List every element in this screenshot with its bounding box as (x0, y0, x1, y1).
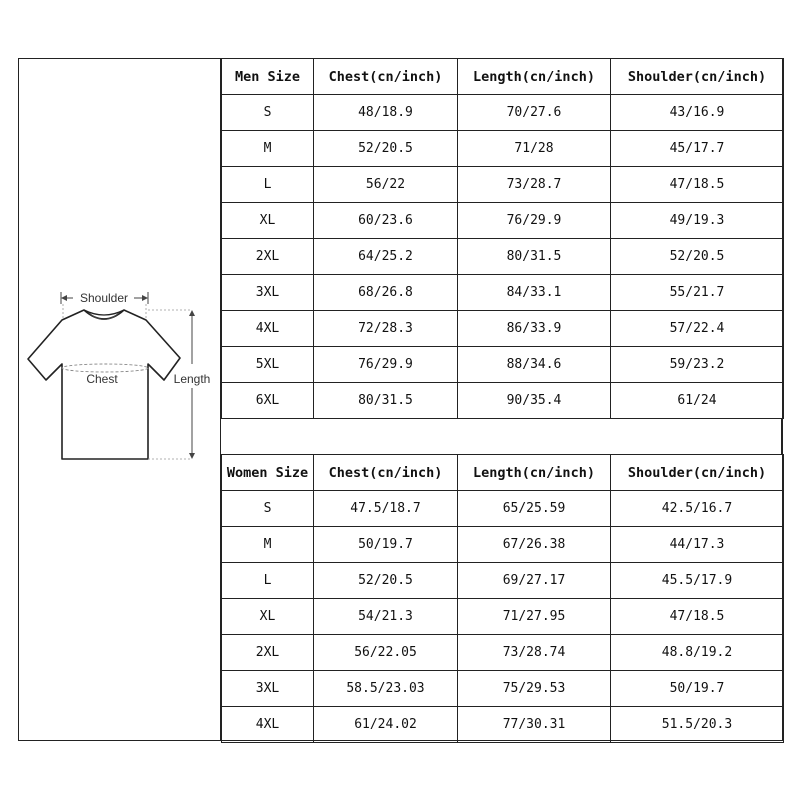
size-cell: 2XL (221, 634, 314, 671)
measurement-cell: 58.5/23.03 (313, 670, 458, 707)
size-cell: 6XL (221, 382, 314, 419)
measurement-cell: 65/25.59 (457, 490, 611, 527)
measurement-cell: 68/26.8 (313, 274, 458, 311)
size-cell: M (221, 130, 314, 167)
measurement-cell: 76/29.9 (313, 346, 458, 383)
table-spacer (221, 418, 782, 454)
measurement-cell: 84/33.1 (457, 274, 611, 311)
measurement-cell: 47/18.5 (610, 598, 784, 635)
size-cell: S (221, 490, 314, 527)
measurement-cell: 70/27.6 (457, 94, 611, 131)
measurement-cell: 45.5/17.9 (610, 562, 784, 599)
measurement-cell: 59/23.2 (610, 346, 784, 383)
measurement-cell: 73/28.7 (457, 166, 611, 203)
measurement-cell: 80/31.5 (313, 382, 458, 419)
measurement-cell: 56/22.05 (313, 634, 458, 671)
shoulder-label: Shoulder (80, 291, 128, 305)
size-cell: 4XL (221, 310, 314, 347)
measurement-cell: 47/18.5 (610, 166, 784, 203)
measurement-cell: 54/21.3 (313, 598, 458, 635)
measurement-cell: 55/21.7 (610, 274, 784, 311)
size-cell: S (221, 94, 314, 131)
measurement-cell: 64/25.2 (313, 238, 458, 275)
men-header-cell: Chest(cn/inch) (313, 58, 458, 95)
measurement-cell: 45/17.7 (610, 130, 784, 167)
measurement-cell: 75/29.53 (457, 670, 611, 707)
measurement-cell: 52/20.5 (313, 130, 458, 167)
size-cell: XL (221, 202, 314, 239)
men-header-cell: Length(cn/inch) (457, 58, 611, 95)
measurement-cell: 76/29.9 (457, 202, 611, 239)
length-label: Length (174, 372, 211, 386)
measurement-cell: 42.5/16.7 (610, 490, 784, 527)
chest-label: Chest (86, 372, 118, 386)
women-header-cell: Shoulder(cn/inch) (610, 454, 784, 491)
measurement-cell: 86/33.9 (457, 310, 611, 347)
measurement-cell: 72/28.3 (313, 310, 458, 347)
measurement-cell: 61/24 (610, 382, 784, 419)
measurement-cell: 61/24.02 (313, 706, 458, 743)
women-header-cell: Women Size (221, 454, 314, 491)
men-header-cell: Men Size (221, 58, 314, 95)
size-cell: L (221, 166, 314, 203)
measurement-cell: 67/26.38 (457, 526, 611, 563)
size-cell: XL (221, 598, 314, 635)
measurement-cell: 50/19.7 (610, 670, 784, 707)
tshirt-icon: Shoulder Chest Length (27, 291, 211, 460)
measurement-cell: 51.5/20.3 (610, 706, 784, 743)
measurement-cell: 49/19.3 (610, 202, 784, 239)
measurement-cell: 77/30.31 (457, 706, 611, 743)
measurement-cell: 50/19.7 (313, 526, 458, 563)
measurement-cell: 71/27.95 (457, 598, 611, 635)
measurement-cell: 52/20.5 (313, 562, 458, 599)
size-cell: 4XL (221, 706, 314, 743)
size-cell: M (221, 526, 314, 563)
measurement-cell: 57/22.4 (610, 310, 784, 347)
measurement-cell: 69/27.17 (457, 562, 611, 599)
women-header-cell: Chest(cn/inch) (313, 454, 458, 491)
men-header-cell: Shoulder(cn/inch) (610, 58, 784, 95)
measurement-cell: 56/22 (313, 166, 458, 203)
measurement-cell: 60/23.6 (313, 202, 458, 239)
tshirt-measurement-diagram: Shoulder Chest Length (18, 58, 221, 741)
measurement-cell: 43/16.9 (610, 94, 784, 131)
measurement-cell: 47.5/18.7 (313, 490, 458, 527)
measurement-cell: 90/35.4 (457, 382, 611, 419)
measurement-cell: 73/28.74 (457, 634, 611, 671)
women-header-cell: Length(cn/inch) (457, 454, 611, 491)
measurement-cell: 71/28 (457, 130, 611, 167)
measurement-cell: 48/18.9 (313, 94, 458, 131)
measurement-cell: 44/17.3 (610, 526, 784, 563)
measurement-cell: 80/31.5 (457, 238, 611, 275)
measurement-cell: 48.8/19.2 (610, 634, 784, 671)
size-cell: 3XL (221, 670, 314, 707)
size-cell: 3XL (221, 274, 314, 311)
size-cell: 5XL (221, 346, 314, 383)
size-cell: 2XL (221, 238, 314, 275)
measurement-cell: 88/34.6 (457, 346, 611, 383)
size-cell: L (221, 562, 314, 599)
measurement-cell: 52/20.5 (610, 238, 784, 275)
